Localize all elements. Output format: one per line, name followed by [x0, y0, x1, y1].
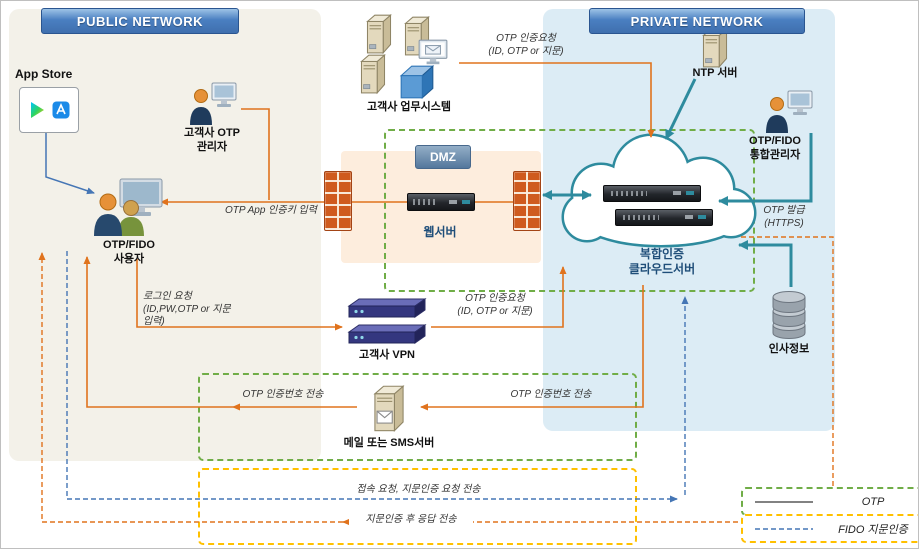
legend-fido: FIDO 지문인증 [741, 514, 918, 543]
flow-otp-issue-label: OTP 발급 (HTTPS) [747, 205, 821, 230]
dmz-tag: DMZ [415, 145, 471, 169]
cloud-server-label-line2: 클라우드서버 [628, 262, 696, 276]
flow-login-request-label: 로그인 요청 (ID,PW,OTP or 지문 입력) [143, 291, 255, 329]
server-tower-icon [363, 11, 395, 55]
ntp-server-label: NTP 서버 [692, 67, 738, 79]
flow-login-request-line1: 로그인 요청 [143, 291, 192, 302]
line-login-request [136, 259, 343, 331]
flow-otp-auth-top-label: OTP 인증요청 (ID, OTP or 지문) [471, 33, 581, 58]
otp-fido-user-icon [93, 177, 165, 237]
public-network-banner: PUBLIC NETWORK [41, 8, 239, 34]
otp-admin-label: 고객사 OTP 관리자 [169, 127, 255, 155]
cloud-server-icon-2 [615, 209, 713, 226]
flow-otp-auth-mid-label: OTP 인증요청 (ID, OTP or 지문) [439, 293, 551, 318]
integrated-admin-label-line1: OTP/FIDO [749, 135, 801, 147]
app-store-icon [52, 101, 69, 119]
web-server-label: 웹서버 [423, 225, 457, 239]
flow-otp-auth-top-line2: (ID, OTP or 지문) [488, 45, 564, 57]
flow-otp-app-key-label: OTP App 인증키 입력 [225, 205, 317, 216]
hr-db-icon [767, 287, 811, 341]
line-fido-response [38, 252, 343, 523]
integrated-admin-icon [763, 87, 815, 135]
cloud-server-label-line1: 복합인증 [639, 247, 685, 261]
flow-access-request-label: 접속 요청, 지문인증 요청 전송 [356, 484, 481, 495]
vpn-icon [345, 297, 429, 345]
flow-otp-auth-top-line1: OTP 인증요청 [496, 33, 556, 44]
otp-fido-user-label-line1: OTP/FIDO [103, 239, 155, 251]
firewall-left-icon [324, 171, 352, 231]
fido-line-sample [755, 527, 813, 530]
legend-otp: OTP [741, 487, 918, 516]
dmz-tag-label: DMZ [430, 150, 456, 164]
line-hrdb-cloud [738, 240, 793, 287]
otp-delivery-group-border [198, 373, 637, 461]
google-play-icon [30, 102, 44, 118]
legend-otp-label: OTP [861, 495, 885, 508]
flow-otp-issue-line2: (HTTPS) [764, 217, 804, 229]
flow-login-request-line3: 입력) [143, 316, 165, 327]
cube-icon [399, 63, 435, 101]
integrated-admin-label: OTP/FIDO 통합관리자 [741, 135, 809, 163]
private-network-banner: PRIVATE NETWORK [589, 8, 805, 34]
integrated-admin-label-line2: 통합관리자 [749, 148, 801, 161]
app-store-box [19, 87, 79, 133]
otp-admin-label-line1: 고객사 OTP [183, 127, 241, 139]
line-otp-auth-mid [431, 266, 567, 328]
otp-admin-label-line2: 관리자 [196, 140, 228, 153]
line-access-request [66, 251, 678, 503]
flow-otp-code-left-label: OTP 인증번호 전송 [242, 389, 324, 400]
otp-admin-icon [187, 79, 239, 127]
fido-flow-group-border [198, 468, 637, 545]
biz-system-icons [357, 11, 461, 103]
line-appstore-user [45, 131, 95, 195]
line-admin-cloud [718, 133, 813, 206]
private-network-title: PRIVATE NETWORK [630, 13, 764, 29]
web-server-icon [407, 193, 475, 211]
line-otp-issue [342, 236, 834, 526]
cloud-server-icon-1 [603, 185, 701, 202]
flow-otp-auth-mid-line2: (ID, OTP or 지문) [457, 305, 533, 317]
app-store-label: App Store [15, 67, 73, 81]
public-network-title: PUBLIC NETWORK [76, 13, 204, 29]
line-otp-code-to-user [83, 256, 233, 408]
server-tower-icon [357, 51, 389, 95]
flow-otp-issue-line1: OTP 발급 [763, 205, 805, 216]
firewall-right-icon [513, 171, 541, 231]
legend-fido-label: FIDO 지문인증 [838, 523, 908, 536]
public-network-zone [9, 9, 321, 461]
otp-fido-user-label: OTP/FIDO 사용자 [95, 239, 163, 267]
mail-server-label: 메일 또는 SMS서버 [343, 437, 435, 449]
cloud-server-label: 복합인증 클라우드서버 [603, 247, 721, 277]
line-otp-code-right [420, 285, 644, 411]
otp-fido-user-label-line2: 사용자 [113, 252, 145, 265]
flow-otp-code-right-label: OTP 인증번호 전송 [510, 389, 592, 400]
flow-fido-response-label: 지문인증 후 응답 전송 [349, 514, 473, 527]
hr-db-label: 인사정보 [768, 343, 810, 355]
flow-otp-auth-mid-line1: OTP 인증요청 [465, 293, 525, 304]
otp-line-sample [755, 500, 813, 503]
mail-server-icon [365, 383, 413, 435]
vpn-label: 고객사 VPN [358, 349, 416, 361]
line-admin-join [241, 108, 270, 200]
line-ntp-cloud [664, 78, 697, 140]
line-otp-auth-top [459, 62, 655, 138]
flow-login-request-line2: (ID,PW,OTP or 지문 [143, 303, 231, 315]
biz-system-label: 고객사 업무시스템 [366, 101, 451, 113]
